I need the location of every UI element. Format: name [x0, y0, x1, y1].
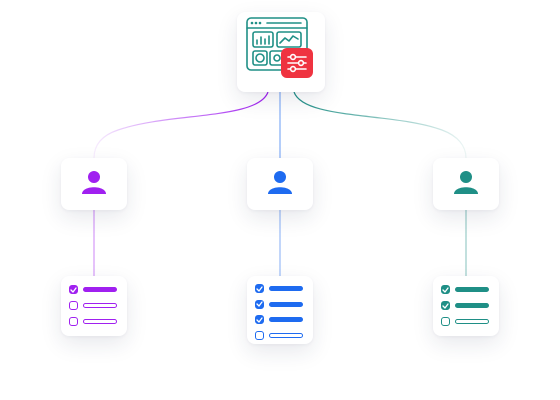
user-icon — [454, 171, 478, 194]
user-card-purple[interactable] — [61, 158, 127, 210]
checklist-card-purple — [61, 276, 127, 336]
checklist-bar-filled — [455, 287, 489, 292]
checklist-bar-filled — [83, 287, 117, 292]
connector-hub-to-right — [293, 91, 467, 159]
checkbox-checked-icon[interactable] — [255, 284, 264, 293]
checklist-card-teal — [433, 276, 499, 336]
checklist-item-unchecked[interactable] — [69, 317, 121, 327]
user-card-teal[interactable] — [433, 158, 499, 210]
user-icon — [268, 171, 292, 194]
checklist-item-checked[interactable] — [255, 284, 307, 294]
checklist-item-unchecked[interactable] — [441, 317, 493, 327]
checklist-item-unchecked[interactable] — [69, 301, 121, 311]
checklist-item-checked[interactable] — [255, 315, 307, 325]
checklist-item-checked[interactable] — [441, 301, 493, 311]
checklist-bar-empty — [455, 319, 489, 324]
checklist-bar-empty — [83, 303, 117, 308]
checklist-bar-filled — [269, 317, 303, 322]
sliders-badge — [281, 48, 313, 78]
checkbox-unchecked-icon[interactable] — [69, 301, 78, 310]
user-card-blue[interactable] — [247, 158, 313, 210]
checklist-bar-filled — [269, 286, 303, 291]
user-icon — [82, 171, 106, 194]
connector-hub-to-left — [93, 91, 269, 159]
checklist-item-checked[interactable] — [69, 285, 121, 295]
checkbox-unchecked-icon[interactable] — [441, 317, 450, 326]
checklist-item-checked[interactable] — [255, 299, 307, 310]
checklist-item-checked[interactable] — [441, 285, 493, 295]
checkbox-checked-icon[interactable] — [69, 285, 78, 294]
checklist-bar-filled — [455, 303, 489, 308]
checklist-card-blue — [247, 276, 313, 344]
checklist-bar-filled — [269, 301, 303, 307]
dashboard-hub-card[interactable] — [237, 12, 325, 92]
checkbox-unchecked-icon[interactable] — [255, 330, 264, 340]
dashboard-icon — [246, 17, 308, 71]
checkbox-unchecked-icon[interactable] — [69, 317, 78, 326]
checkbox-checked-icon[interactable] — [255, 299, 264, 309]
checkbox-checked-icon[interactable] — [255, 315, 264, 324]
checkbox-checked-icon[interactable] — [441, 301, 450, 310]
checklist-bar-empty — [269, 332, 303, 338]
sliders-icon — [287, 53, 307, 73]
checklist-item-unchecked[interactable] — [255, 330, 307, 341]
checklist-bar-empty — [83, 319, 117, 324]
checkbox-checked-icon[interactable] — [441, 285, 450, 294]
